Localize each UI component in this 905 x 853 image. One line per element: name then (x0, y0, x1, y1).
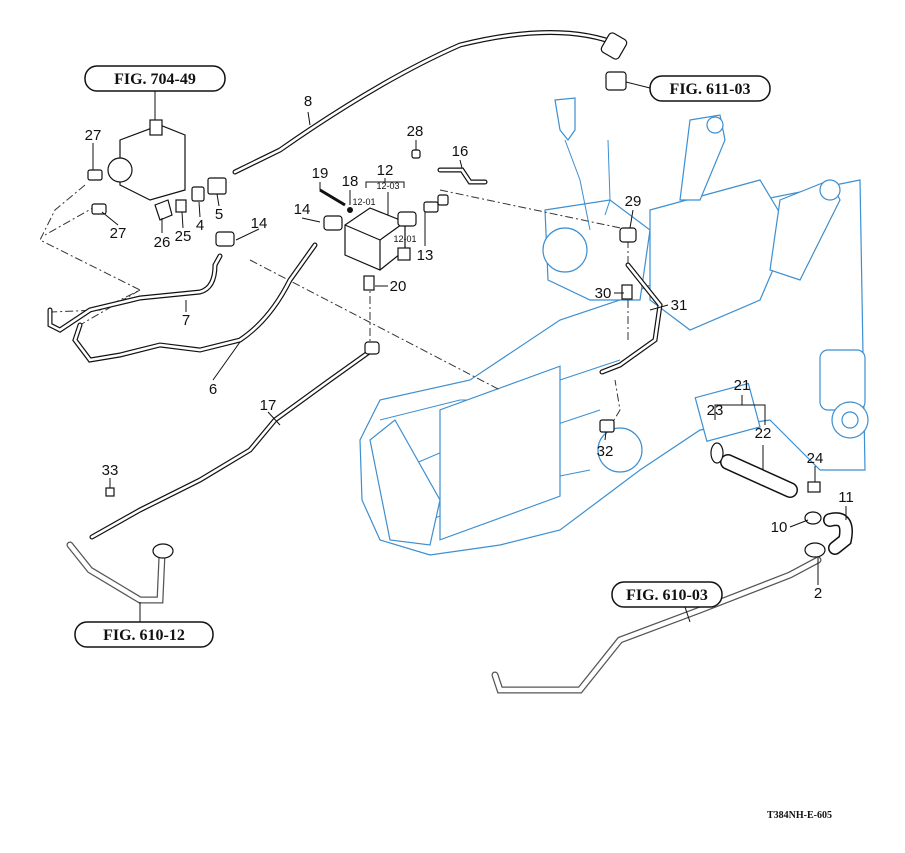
callout-20: 20 (390, 278, 407, 295)
callout-14: 14 (251, 215, 268, 232)
callout-5: 5 (215, 206, 223, 223)
hoses (47, 30, 853, 694)
fig-704-49-label[interactable]: FIG. 704-49 (114, 71, 196, 88)
callout-12: 12 (377, 162, 394, 179)
fig-610-03-label[interactable]: FIG. 610-03 (626, 587, 708, 604)
callout-30: 30 (595, 285, 612, 302)
callout-21: 21 (734, 377, 751, 394)
callout-16: 16 (452, 143, 469, 160)
fig-610-12-ref[interactable]: FIG. 610-12 (74, 621, 214, 648)
callout-12-01: 12-01 (352, 197, 375, 207)
callout-13: 13 (417, 247, 434, 264)
callout-12-01: 12-01 (393, 234, 416, 244)
components (87, 32, 826, 559)
callout-28: 28 (407, 123, 424, 140)
callout-23: 23 (707, 402, 724, 419)
callout-27: 27 (110, 225, 127, 242)
callout-17: 17 (260, 397, 277, 414)
callout-2: 2 (814, 585, 822, 602)
callout-29: 29 (625, 193, 642, 210)
callouts: 27 27 26 25 4 5 8 28 16 19 18 12 12-01 1… (85, 93, 854, 602)
fig-610-12-label[interactable]: FIG. 610-12 (103, 627, 185, 644)
fig-704-49-ref[interactable]: FIG. 704-49 (84, 65, 226, 92)
callout-14: 14 (294, 201, 311, 218)
callout-7: 7 (182, 312, 190, 329)
callout-26: 26 (154, 234, 171, 251)
fig-611-03-ref[interactable]: FIG. 611-03 (649, 75, 771, 102)
callout-11: 11 (838, 489, 854, 506)
callout-27: 27 (85, 127, 102, 144)
drawing-code: T384NH-E-605 (767, 810, 832, 821)
callout-25: 25 (175, 228, 192, 245)
fig-610-03-ref[interactable]: FIG. 610-03 (611, 581, 723, 608)
callout-33: 33 (102, 462, 119, 479)
fig-611-03-label[interactable]: FIG. 611-03 (670, 81, 751, 98)
callout-12-03: 12-03 (376, 181, 399, 191)
callout-8: 8 (304, 93, 312, 110)
callout-10: 10 (771, 519, 788, 536)
callout-19: 19 (312, 165, 329, 182)
callout-24: 24 (807, 450, 824, 467)
callout-22: 22 (755, 425, 772, 442)
callout-32: 32 (597, 443, 614, 460)
callout-18: 18 (342, 173, 359, 190)
callout-4: 4 (196, 217, 204, 234)
callout-31: 31 (671, 297, 688, 314)
callout-6: 6 (209, 381, 217, 398)
callout-leaders (92, 81, 847, 623)
